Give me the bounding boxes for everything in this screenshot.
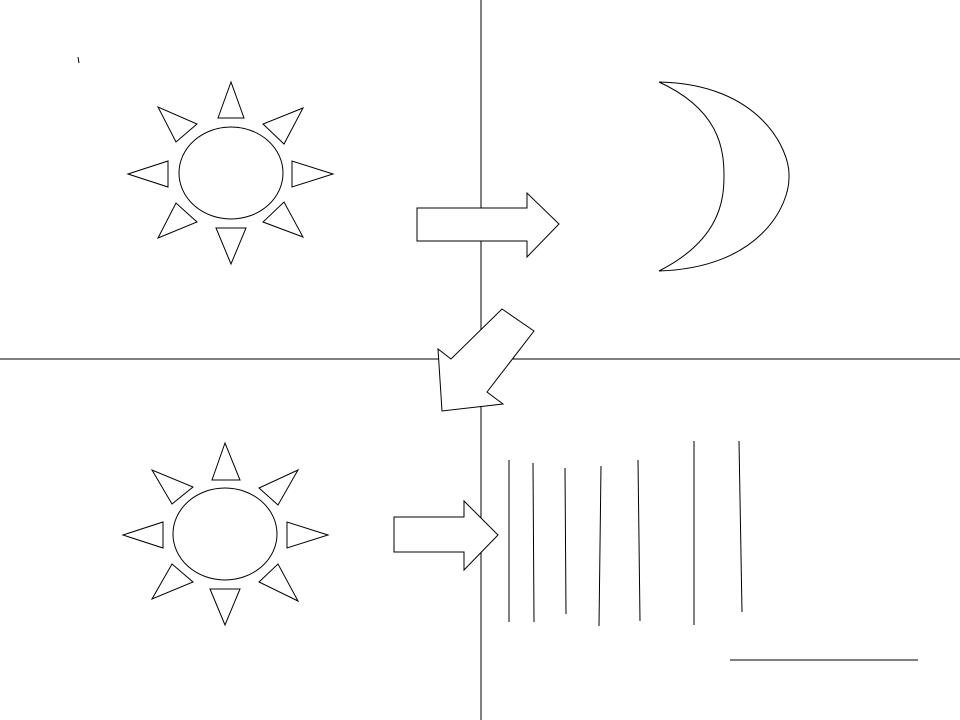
rain-lines-icon bbox=[508, 440, 743, 627]
rain-line bbox=[598, 465, 602, 627]
sun-ray-right bbox=[291, 160, 335, 188]
sun-ray-top bbox=[211, 441, 241, 481]
sun-ray-bottom-right bbox=[262, 201, 305, 238]
sun-ray-top-right bbox=[262, 107, 305, 145]
sun-ray-bottom-left bbox=[150, 563, 194, 601]
sun-ray-bottom-left bbox=[156, 202, 198, 239]
sun-ray-bottom-right bbox=[258, 563, 300, 603]
sun-body bbox=[172, 487, 278, 581]
rain-line bbox=[637, 459, 641, 622]
sun-body bbox=[178, 126, 284, 220]
sun-ray-top-left bbox=[156, 105, 198, 143]
sun-icon bbox=[121, 441, 330, 627]
sun-icon bbox=[126, 80, 335, 266]
sun-ray-left bbox=[121, 521, 164, 549]
sun-ray-top-right bbox=[258, 468, 300, 506]
sun-ray-bottom bbox=[209, 588, 241, 627]
sun-ray-top bbox=[217, 80, 245, 119]
sun-ray-right bbox=[286, 521, 330, 549]
arrow-right-bottom bbox=[393, 499, 499, 572]
sun-ray-left bbox=[126, 160, 169, 188]
rain-line bbox=[564, 467, 567, 615]
arrow-down-left bbox=[437, 308, 535, 412]
arrow-right-top bbox=[416, 191, 560, 259]
sun-ray-bottom bbox=[215, 227, 247, 266]
stray-mark bbox=[77, 56, 80, 64]
rain-line bbox=[532, 462, 535, 623]
rain-line bbox=[738, 440, 743, 613]
crescent-moon-icon bbox=[658, 81, 790, 272]
sun-ray-top-left bbox=[150, 468, 194, 505]
